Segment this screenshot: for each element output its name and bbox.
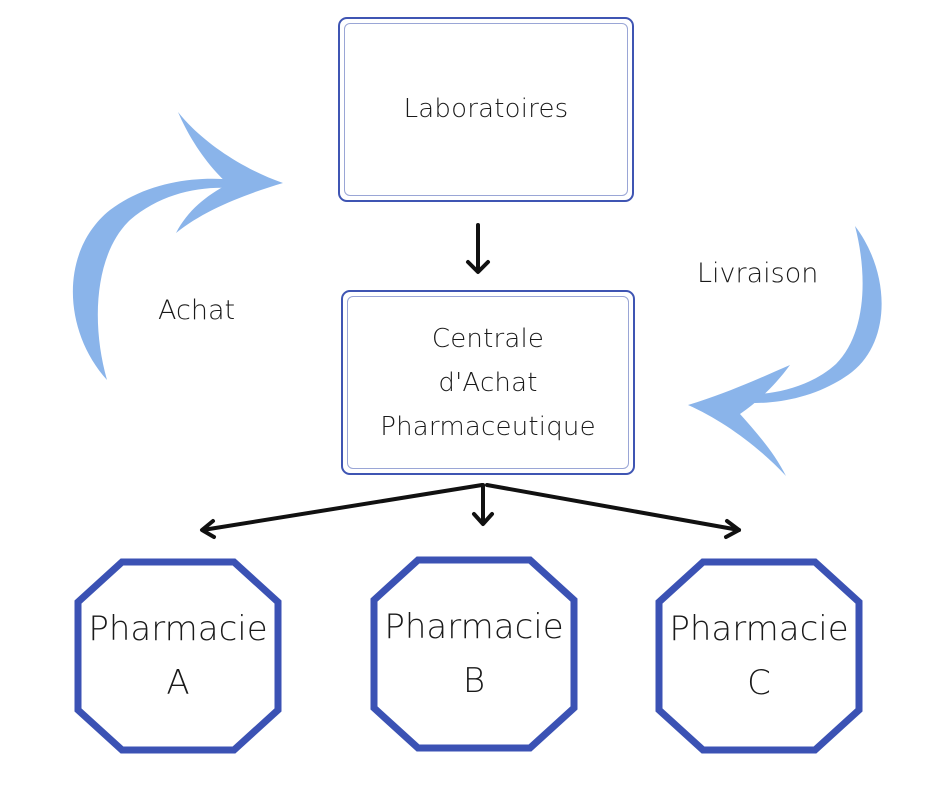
livraison-curved-arrow bbox=[688, 226, 882, 476]
pharmacie-a-octagon-shape bbox=[74, 558, 282, 754]
pharmacie-a-node: Pharmacie A bbox=[74, 558, 282, 754]
centrale-label-line-1: Centrale bbox=[431, 323, 545, 354]
pharmacie-b-node: Pharmacie B bbox=[370, 556, 578, 752]
distribution-arrows bbox=[200, 483, 741, 539]
pharmacie-b-label-line-2: B bbox=[462, 661, 486, 701]
centrale-box-inner: Centrale d'Achat Pharmaceutique bbox=[347, 296, 629, 469]
centrale-label-line-2: d'Achat bbox=[438, 367, 538, 398]
achat-label: Achat bbox=[158, 295, 236, 326]
laboratoires-label: Laboratoires bbox=[403, 94, 569, 125]
laboratoires-box-inner: Laboratoires bbox=[344, 23, 628, 196]
centrale-label-line-3: Pharmaceutique bbox=[380, 411, 596, 442]
livraison-label: Livraison bbox=[697, 258, 819, 289]
pharmacie-b-octagon-shape bbox=[370, 556, 578, 752]
centrale-box: Centrale d'Achat Pharmaceutique bbox=[341, 290, 635, 475]
pharmacie-b-label-line-1: Pharmacie bbox=[384, 607, 564, 647]
pharmacie-c-octagon-shape bbox=[655, 558, 863, 754]
laboratoires-box: Laboratoires bbox=[338, 17, 634, 202]
lab-to-centrale-arrow bbox=[466, 223, 490, 274]
pharmacie-c-label-line-1: Pharmacie bbox=[669, 609, 849, 649]
pharmacie-c-label-line-2: C bbox=[747, 663, 771, 703]
pharmacie-a-label-line-2: A bbox=[166, 663, 190, 703]
pharmacie-c-node: Pharmacie C bbox=[655, 558, 863, 754]
achat-curved-arrow bbox=[72, 112, 283, 380]
pharmacie-a-label-line-1: Pharmacie bbox=[88, 609, 268, 649]
